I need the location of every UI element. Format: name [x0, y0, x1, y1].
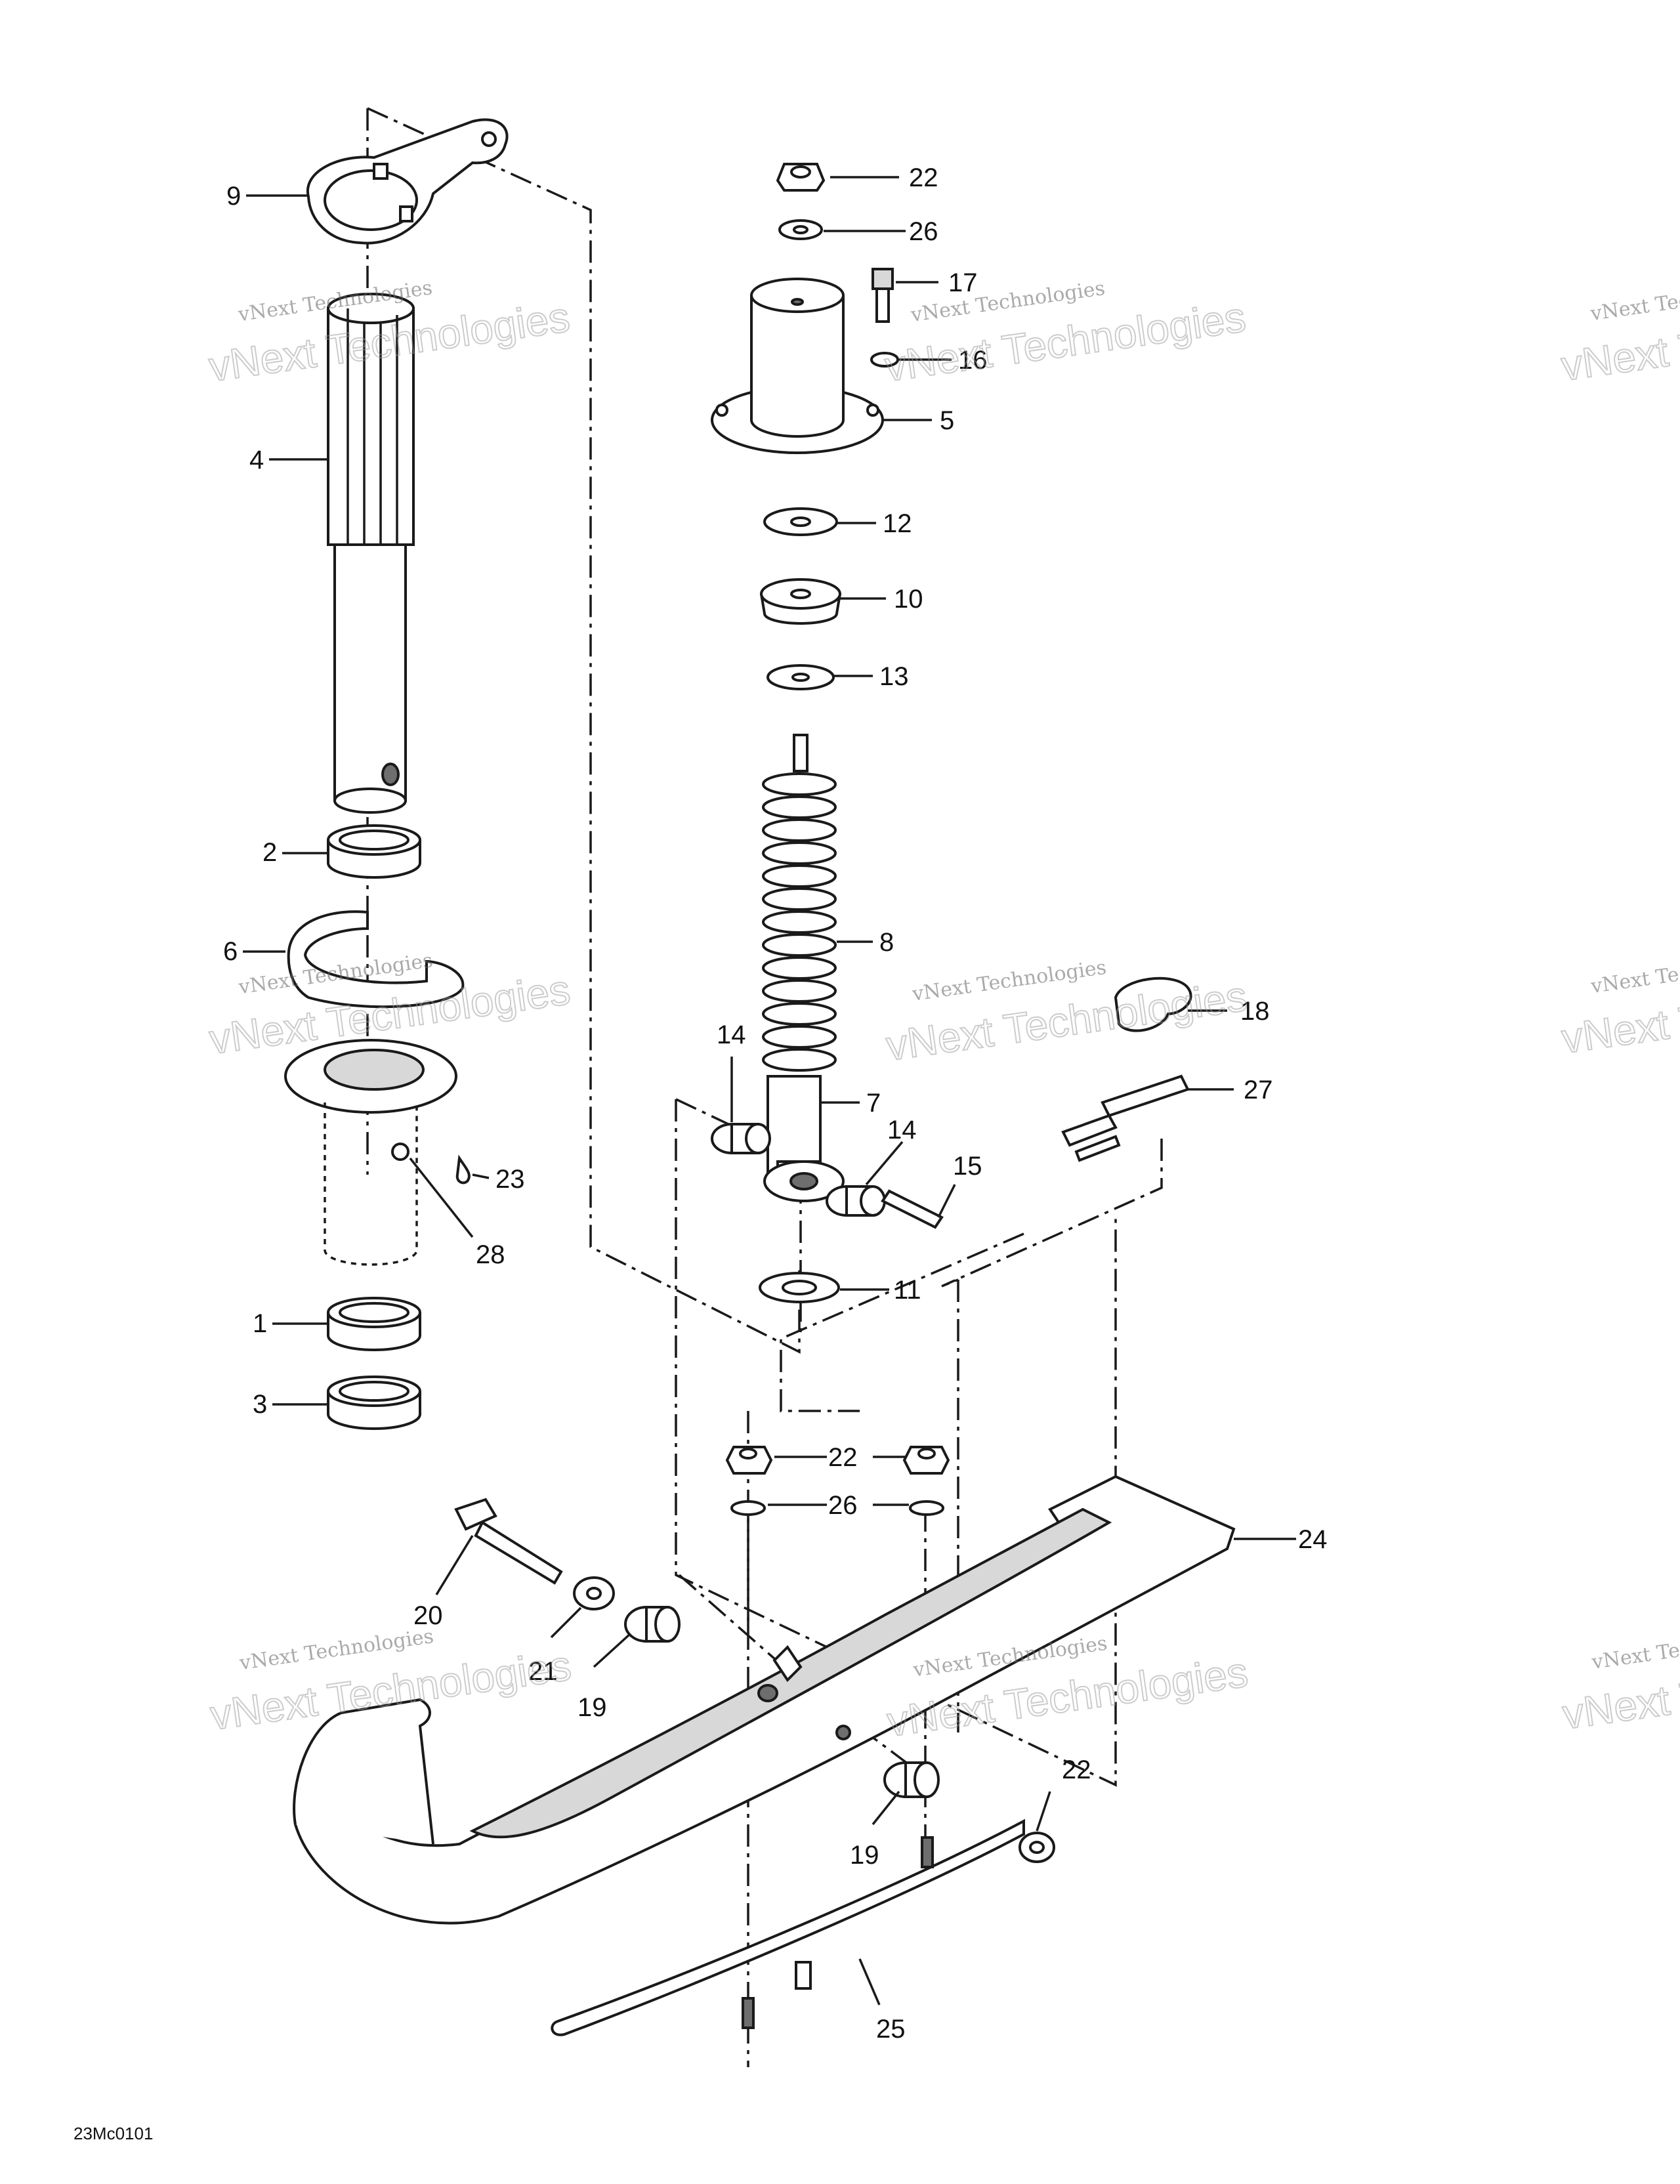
- callout-19-left: 19: [578, 1693, 607, 1722]
- callout-22-top: 22: [909, 163, 938, 192]
- watermark-line-1: vNext Technologies: [1590, 1624, 1680, 1674]
- callout-27: 27: [1244, 1076, 1273, 1104]
- callout-28: 28: [476, 1240, 505, 1269]
- callout-2: 2: [262, 838, 277, 867]
- callout-21: 21: [528, 1657, 558, 1686]
- callout-10: 10: [894, 585, 923, 614]
- callout-17: 17: [948, 268, 978, 297]
- callout-16: 16: [958, 346, 988, 375]
- part-11-washer: [759, 1272, 840, 1303]
- part-19-bushing-right: [883, 1761, 940, 1798]
- part-26-lower-washer-right: [909, 1500, 944, 1516]
- callout-25: 25: [876, 2015, 906, 2044]
- part-27-clip: [1061, 1074, 1190, 1162]
- part-9-spanner-wrench: [306, 118, 509, 245]
- part-1-bushing: [327, 1297, 421, 1351]
- callout-20: 20: [413, 1601, 443, 1630]
- callout-22-lower: 22: [828, 1443, 858, 1472]
- callout-26-top: 26: [909, 217, 938, 246]
- callout-4: 4: [249, 446, 264, 474]
- callout-5: 5: [940, 406, 954, 435]
- part-17-bolt: [872, 268, 894, 323]
- part-13-washer: [766, 664, 835, 690]
- part-5-shock-tower: [711, 278, 884, 454]
- watermark-line-1: vNext Technologies: [1589, 948, 1680, 998]
- callout-14-right: 14: [887, 1116, 917, 1144]
- callout-15: 15: [953, 1152, 982, 1181]
- part-28-column-housing: [284, 1039, 457, 1266]
- watermark-line-1: vNext Technologies: [1589, 276, 1680, 326]
- callout-1: 1: [253, 1309, 267, 1338]
- watermarks: vNext Technologies vNext Technologies vN…: [205, 276, 1680, 1746]
- callout-19-right: 19: [850, 1841, 879, 1870]
- callout-24: 24: [1298, 1525, 1328, 1554]
- part-12-washer: [763, 507, 838, 536]
- part-26-top-washer: [778, 219, 823, 240]
- callout-14-left: 14: [717, 1020, 746, 1049]
- part-24-ski: [293, 1475, 1236, 1925]
- part-14-bushing-left: [711, 1123, 771, 1154]
- callout-26-lower: 26: [828, 1491, 858, 1520]
- part-21-washer: [573, 1576, 615, 1610]
- part-22-lower-nut-right: [902, 1446, 950, 1475]
- part-22-lower-nut-left: [725, 1446, 773, 1475]
- callout-12: 12: [883, 509, 912, 538]
- part-10-retainer: [760, 578, 841, 625]
- part-16-washer: [870, 352, 899, 368]
- callout-11: 11: [894, 1276, 921, 1305]
- diagram-code: 23Mc0101: [74, 2124, 153, 2143]
- part-20-bolt: [454, 1498, 563, 1585]
- part-15-pin: [881, 1189, 944, 1229]
- part-22-top-nut: [776, 163, 826, 192]
- part-22-runner-nut: [1018, 1832, 1055, 1863]
- leader-lines: [243, 176, 1296, 2006]
- part-7-shock-eye: [763, 1160, 845, 1202]
- callout-6: 6: [223, 937, 238, 966]
- part-25-runner: [551, 1818, 1025, 2036]
- part-2-bushing: [327, 824, 421, 879]
- callout-22-runner: 22: [1062, 1755, 1091, 1784]
- callout-7: 7: [866, 1089, 881, 1118]
- part-18-cap: [1114, 976, 1192, 1032]
- part-6-circlip: [287, 910, 465, 1009]
- callout-9: 9: [226, 182, 241, 211]
- part-3-bushing: [327, 1376, 421, 1430]
- callout-8: 8: [879, 928, 894, 957]
- callout-13: 13: [879, 662, 909, 691]
- part-4-splined-shaft: [327, 293, 415, 814]
- part-23-grease-drop: [455, 1154, 471, 1185]
- callout-18: 18: [1240, 997, 1270, 1026]
- callout-23: 23: [495, 1165, 525, 1194]
- part-8-spring: [762, 734, 837, 1176]
- part-14-bushing-right: [826, 1185, 886, 1217]
- part-26-lower-washer-left: [730, 1500, 766, 1516]
- callout-3: 3: [253, 1390, 267, 1419]
- callout-labels: 9 4 2 6 23 28 1 3 22 26 17 16 5 12 10 13…: [223, 163, 1328, 2044]
- part-19-bushing-left: [624, 1606, 681, 1643]
